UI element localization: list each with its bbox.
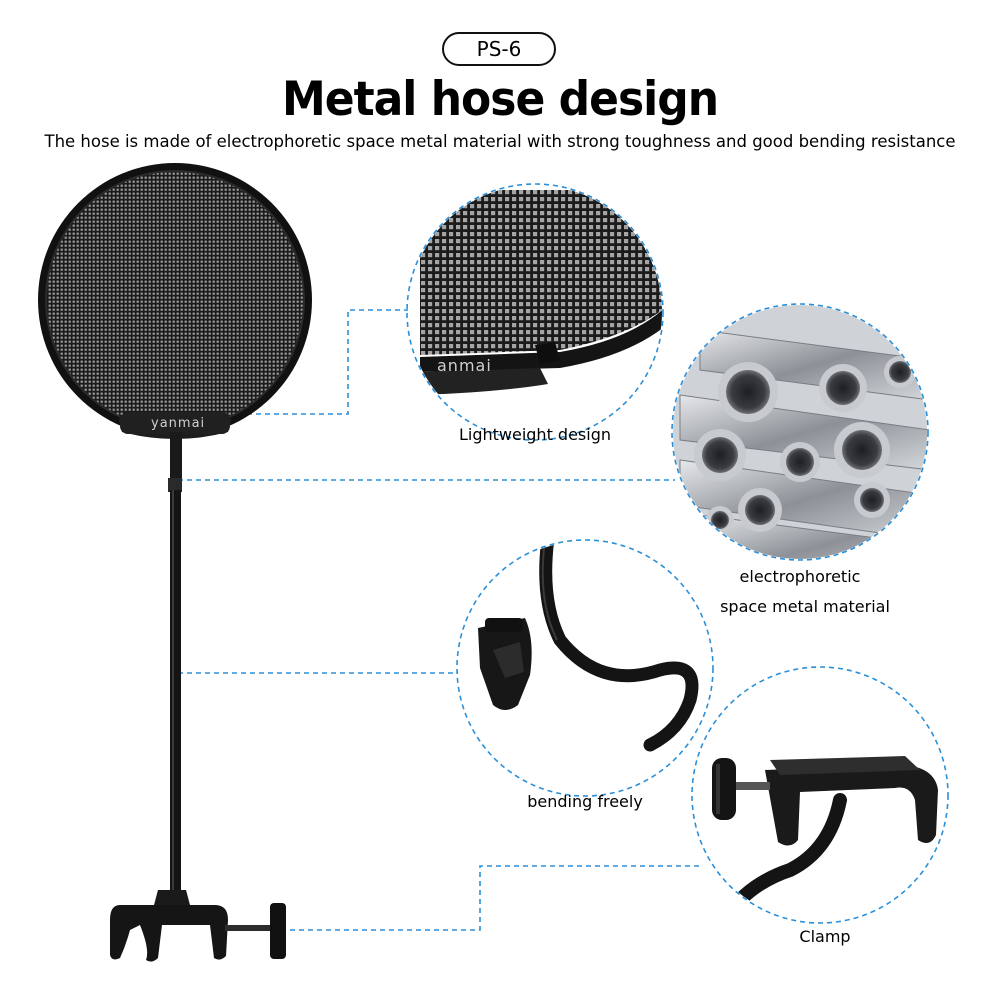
caption-material-line1: electrophoretic xyxy=(739,567,861,586)
caption-clamp: Clamp xyxy=(799,927,851,946)
connector-lightweight xyxy=(238,309,410,415)
page-title: Metal hose design xyxy=(281,71,719,128)
connector-clamp xyxy=(290,865,700,931)
detail-bending-hose xyxy=(458,541,712,795)
brand-logo-zoom: anmai xyxy=(437,356,492,375)
detail-circle-lightweight xyxy=(406,183,664,441)
connector-lines xyxy=(178,309,700,931)
caption-material-line2: space metal material xyxy=(720,597,890,616)
model-badge: PS-6 xyxy=(442,32,556,66)
caption-lightweight: Lightweight design xyxy=(458,425,612,444)
detail-circles xyxy=(406,183,949,924)
detail-filter-edge xyxy=(408,185,662,439)
detail-circle-material xyxy=(671,303,929,561)
pop-filter xyxy=(38,163,312,962)
detail-clamp xyxy=(693,668,947,922)
caption-bending: bending freely xyxy=(527,792,643,811)
brand-logo: yanmai xyxy=(151,416,206,431)
detail-metal-pipes xyxy=(673,305,927,559)
detail-circle-clamp xyxy=(691,666,949,924)
detail-circle-bending xyxy=(456,539,714,797)
page-subtitle: The hose is made of electrophoretic spac… xyxy=(44,132,956,151)
